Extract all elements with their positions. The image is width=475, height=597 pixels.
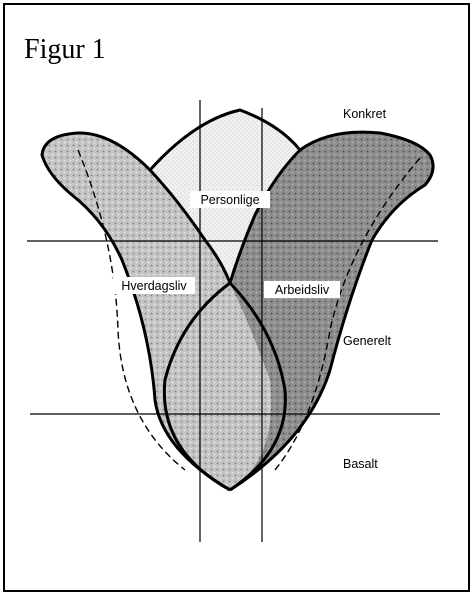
label-hverdagsliv: Hverdagsliv <box>113 277 195 294</box>
label-text-arbeidsliv: Arbeidsliv <box>275 283 330 297</box>
level-label-konkret: Konkret <box>343 107 387 121</box>
label-arbeidsliv: Arbeidsliv <box>264 281 340 298</box>
level-label-basalt: Basalt <box>343 457 378 471</box>
level-label-generelt: Generelt <box>343 334 391 348</box>
label-personlige: Personlige <box>190 191 270 208</box>
label-text-hverdagsliv: Hverdagsliv <box>121 279 187 293</box>
label-text-personlige: Personlige <box>200 193 259 207</box>
